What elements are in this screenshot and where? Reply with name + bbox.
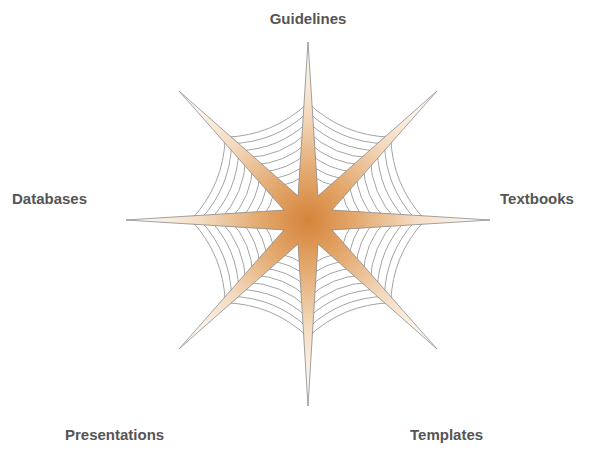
spoke-label: Databases xyxy=(12,190,87,208)
spoke-label: Guidelines xyxy=(270,10,347,28)
star-shape xyxy=(126,42,490,406)
spoke-label: Presentations xyxy=(65,426,164,444)
star-spikes xyxy=(126,42,490,406)
spoke-label: Templates xyxy=(410,426,483,444)
spoke-label: Textbooks xyxy=(500,190,574,208)
